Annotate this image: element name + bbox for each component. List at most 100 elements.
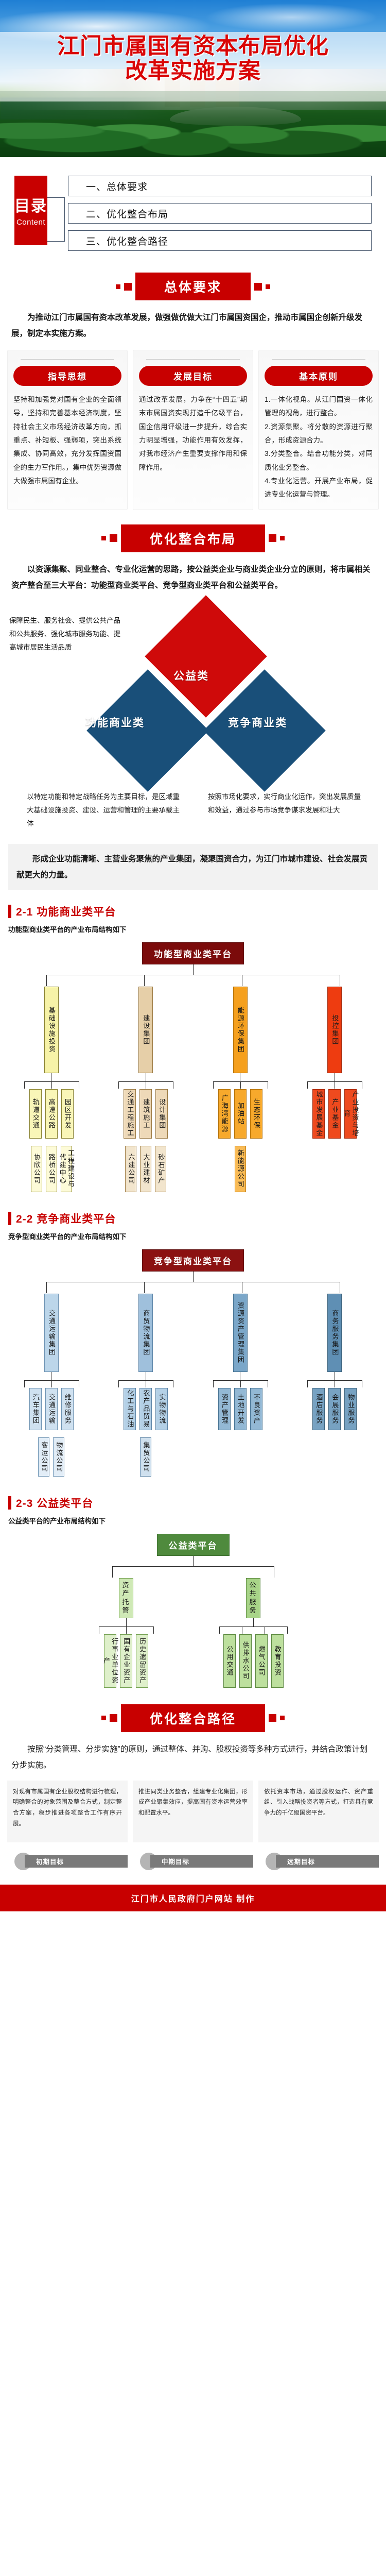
org-leaf: 化工与石油 <box>124 1387 136 1430</box>
org-root-node: 竞争型商业类平台 <box>142 1249 244 1272</box>
org-leaf-row: 公用交通 供排水公司 燃气公司 教育投资 <box>223 1634 284 1688</box>
org-connector <box>126 1618 127 1626</box>
org-branch-node: 资产托管 <box>119 1578 133 1618</box>
org-drop <box>213 1380 214 1387</box>
org-drop <box>213 1081 214 1089</box>
org-subleaf-row: 六建公司 大业建材 砂石矿产 <box>125 1145 167 1192</box>
org-leaf: 产业基金 <box>328 1089 341 1139</box>
org-leaf: 园区开发 <box>61 1089 74 1139</box>
subsection-2-1-title: 2-1 功能商业类平台 <box>16 904 116 919</box>
org-branch-node: 基础设施投资 <box>44 986 59 1073</box>
subsection-2-3-number: 2-3 <box>16 1497 33 1510</box>
page-title-line-2: 改革实施方案 <box>125 59 261 84</box>
org-connector <box>192 964 194 975</box>
stage-label: 初期目标 <box>25 1855 128 1868</box>
org-leaf: 维修服务 <box>61 1387 74 1430</box>
org-branch-row: 基础设施投资 轨道交通 高速公路 园区开发 协欣公司 路桥公司 工程建设与代建中… <box>4 986 382 1192</box>
three-category-diamond-diagram: 公益类 保障民生、服务社会、提供公共产品和公共服务、强化城市服务功能、提高城市居… <box>0 595 386 841</box>
org-branch-energy-environment: 能源环保集团 广海湾能源 加油站 生态环保 新能源公司 <box>213 986 268 1192</box>
subsection-2-2-head: 2-2 竞争商业类平台 <box>8 1211 386 1226</box>
org-leaf-row: 资产管理 土地开发 不良资产 <box>218 1387 262 1430</box>
org-subleaf: 大业建材 <box>140 1145 152 1192</box>
org-drop <box>240 1081 241 1089</box>
toc-item-3[interactable]: 三、优化整合路径 <box>68 230 372 251</box>
section-2-banner-row: 优化整合布局 <box>0 524 386 552</box>
subsection-2-3-name: 公益类平台 <box>37 1497 94 1510</box>
square-decoration-icon <box>269 1714 276 1722</box>
org-leaf: 生态环保 <box>250 1089 262 1139</box>
org-drop <box>240 1380 241 1387</box>
section-2-summary: 形成企业功能清晰、主营业务聚焦的产业集团，凝聚国资合力，为江门市城市建设、社会发… <box>8 843 378 890</box>
org-drop <box>118 1380 119 1387</box>
title-backdrop <box>0 32 386 101</box>
section-1-cards: 指导思想 坚持和加强党对国有企业的全面领导，坚持和完善基本经济制度，坚持社会主义… <box>0 342 386 513</box>
org-leaf: 广海湾能源 <box>218 1089 231 1139</box>
org-branch-asset-custody: 资产托管 行事业单位资产 国有企业资产 历史遗留资产 <box>99 1578 154 1688</box>
org-subleaf-row: 协欣公司 路桥公司 工程建设与代建中心 <box>30 1145 75 1192</box>
org-subleaf-row: 客运公司 物流公司 <box>38 1437 65 1477</box>
org-root-row: 功能型商业类平台 <box>4 942 382 964</box>
org-branch-investment-holding: 投控集团 城市发展基金 产业基金 产业投资与培育 <box>307 986 363 1139</box>
org-drop <box>51 1081 52 1089</box>
section-3-banner-title: 优化整合路径 <box>120 1704 265 1732</box>
org-rail <box>118 1081 174 1089</box>
subsection-2-1-number: 2-1 <box>16 906 33 918</box>
org-branch-node: 建设集团 <box>138 986 153 1073</box>
org-drop <box>46 974 47 986</box>
section-3-stages: 初期目标 中期目标 远期目标 <box>0 1846 386 1885</box>
org-branch-row: 资产托管 行事业单位资产 国有企业资产 历史遗留资产 公共服务 <box>66 1578 320 1688</box>
org-subleaf: 砂石矿产 <box>155 1145 167 1192</box>
org-drop <box>144 1281 145 1293</box>
subsection-2-2-number: 2-2 <box>16 1213 33 1225</box>
card-title: 指导思想 <box>13 366 121 386</box>
org-branch-node: 交通运输集团 <box>44 1293 59 1372</box>
org-drop <box>24 1380 25 1387</box>
accent-bar <box>8 904 11 918</box>
org-leaf: 汽车集团 <box>29 1387 42 1430</box>
org-chart-functional: 功能型商业类平台 基础设施投资 轨道交通 高速公路 <box>0 940 386 1197</box>
section-3-banner-row: 优化整合路径 <box>0 1704 386 1732</box>
org-rail <box>213 1081 268 1089</box>
org-leaf: 燃气公司 <box>255 1634 268 1688</box>
subsection-2-2-note: 竞争型商业类平台的产业布局结构如下 <box>8 1232 127 1241</box>
org-connector <box>192 1271 194 1282</box>
org-leaf: 产业投资与培育 <box>343 1089 359 1139</box>
org-subleaf-row: 集贸公司 <box>140 1437 152 1477</box>
org-leaf: 实物物流 <box>155 1387 168 1430</box>
diamond-competitive-commercial-label: 竞争商业类 <box>228 717 287 729</box>
card-basic-principles: 基本原则 1.一体化视角。从江门国资一体化管理的视角，进行整合。 2.资源集聚。… <box>258 350 379 510</box>
section-2-banner-title: 优化整合布局 <box>120 524 265 552</box>
org-drop <box>112 1566 113 1578</box>
org-rail <box>219 1626 288 1634</box>
square-decoration-icon <box>280 536 285 540</box>
org-connector <box>253 1618 254 1626</box>
subsection-2-3-title: 2-3 公益类平台 <box>16 1495 93 1511</box>
org-drop <box>307 1380 308 1387</box>
org-leaf: 轨道交通 <box>29 1089 42 1139</box>
path-card-1: 对现有市属国有企业股权结构进行梳理，明确整合的对象范围及整合方式，制定整合方案，… <box>7 1780 128 1842</box>
diamond-competitive-commercial-text: 按照市场化要求，实行商业化运作，突出发展质量和效益，通过参与市场竞争谋求发展和壮… <box>208 792 361 814</box>
footer-credit: 江门市人民政府门户网站 制作 <box>0 1884 386 1911</box>
org-drop <box>126 1626 127 1634</box>
page-title-line-1: 江门市属国有资本布局优化 <box>57 34 329 59</box>
card-guiding-ideology: 指导思想 坚持和加强党对国有企业的全面领导，坚持和完善基本经济制度，坚持社会主义… <box>7 350 128 510</box>
org-branch-node: 投控集团 <box>327 986 342 1073</box>
toc-item-1[interactable]: 一、总体要求 <box>68 176 372 196</box>
org-subleaf-row: 新能源公司 <box>234 1145 246 1192</box>
org-branch-row: 交通运输集团 汽车集团 交通运输 维修服务 客运公司 物流公司 <box>4 1293 382 1477</box>
org-leaf-row: 汽车集团 交通运输 维修服务 <box>29 1387 74 1430</box>
org-branch-infrastructure: 基础设施投资 轨道交通 高速公路 园区开发 协欣公司 路桥公司 工程建设与代建中… <box>24 986 79 1192</box>
toc-item-2[interactable]: 二、优化整合布局 <box>68 203 372 224</box>
path-card-2: 推进同类业务整合，组建专业化集团，形成产业聚集效应，提高国有资本运营效率和配置水… <box>133 1780 253 1842</box>
org-branch-node: 资源资产管理集团 <box>233 1293 248 1372</box>
section-3-lede: 按照“分类管理、分步实施”的原则，通过整体、并购、股权投资等多种方式进行，并结合… <box>11 1744 368 1770</box>
org-rail <box>118 1380 174 1387</box>
org-rail <box>307 1380 363 1387</box>
org-rail <box>99 1626 154 1634</box>
card-body: 通过改革发展，力争在“十四五”期末市属国资实现打造千亿级平台，国企信用评级进一步… <box>139 396 247 471</box>
section-3-path-cards: 对现有市属国有企业股权结构进行梳理，明确整合的对象范围及整合方式，制定整合方案，… <box>0 1773 386 1846</box>
section-1-banner-title: 总体要求 <box>135 273 251 300</box>
stage-long-term: 远期目标 <box>258 1850 379 1873</box>
org-drop <box>118 1081 119 1089</box>
org-leaf: 教育投资 <box>271 1634 284 1688</box>
